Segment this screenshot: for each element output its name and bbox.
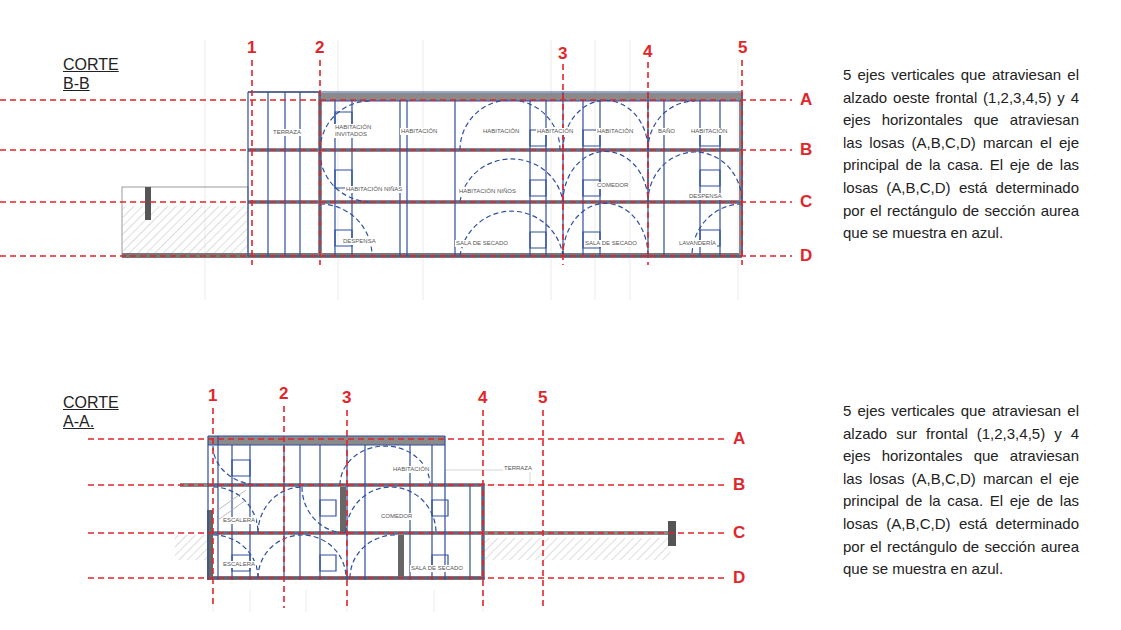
axis-label: D (799, 246, 813, 266)
axis-label: 1 (246, 38, 257, 58)
axis-label: D (732, 568, 746, 588)
axis-label: C (799, 192, 813, 212)
section-title: CORTE A-A. (63, 393, 121, 431)
room-label: HABITACIÓN (536, 128, 574, 135)
axis-label: 2 (314, 38, 325, 58)
axis-label: 3 (557, 44, 568, 64)
room-label: SALA DE SECADO (584, 240, 638, 247)
room-label: COMEDOR (380, 513, 413, 520)
room-label: TERRAZA (503, 465, 533, 472)
axis-label: 2 (278, 384, 289, 404)
room-label: DESPENSA (688, 193, 723, 200)
room-label: COMEDOR (596, 182, 629, 189)
axis-label: 5 (737, 38, 748, 58)
room-label: HABITACIÓN (400, 128, 438, 135)
room-label: HABITACIÓN (482, 128, 520, 135)
axis-label: 4 (477, 388, 488, 408)
axis-label: 1 (207, 386, 218, 406)
axis-label: B (799, 140, 813, 160)
room-label: TERRAZA (272, 129, 302, 136)
room-label: HABITACIÓN NIÑOS (458, 188, 517, 195)
axis-label: C (732, 523, 746, 543)
room-label: DESPENSA (342, 238, 377, 245)
room-label: HABITACIÓN (690, 128, 728, 135)
room-label: LAVANDERÍA (678, 240, 717, 247)
note-text: 5 ejes verticales que atraviesan el alza… (843, 400, 1079, 581)
note-text: 5 ejes verticales que atraviesan el alza… (843, 64, 1079, 245)
room-label: SALA DE SECADO (410, 565, 464, 572)
axis-label: A (732, 429, 746, 449)
room-label: HABITACIÓN (392, 466, 430, 473)
room-label: HABITACIÓN (596, 128, 634, 135)
axis-label: 3 (341, 388, 352, 408)
room-label: BAÑO (657, 128, 676, 135)
room-label: ESCALERA (222, 561, 256, 568)
room-label: ESCALERA (222, 517, 256, 524)
axis-label: 4 (642, 42, 653, 62)
section-title: CORTE B-B (63, 55, 121, 93)
axis-label: 5 (537, 388, 548, 408)
axis-label: A (799, 90, 813, 110)
room-label: HABITACIÓN NIÑAS (345, 186, 403, 193)
room-label: HABITACIÓN INVITADOS (334, 124, 376, 138)
room-label: SALA DE SECADO (455, 240, 509, 247)
axis-label: B (732, 475, 746, 495)
